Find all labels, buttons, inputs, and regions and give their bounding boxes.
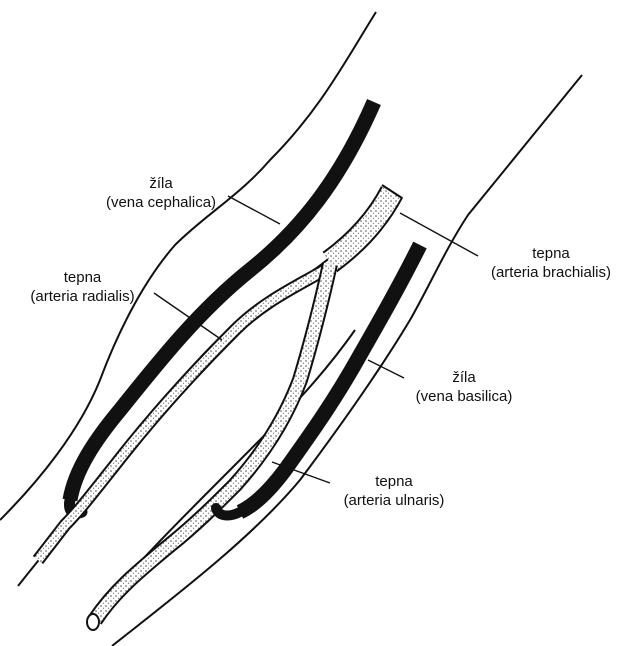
label-arteria-radialis-line2: (arteria radialis) bbox=[10, 287, 155, 306]
label-vena-basilica: žíla (vena basilica) bbox=[404, 368, 524, 406]
label-arteria-brachialis-line1: tepna bbox=[480, 244, 622, 263]
label-arteria-ulnaris-line1: tepna bbox=[330, 472, 458, 491]
label-arteria-radialis-line1: tepna bbox=[10, 268, 155, 287]
label-vena-cephalica-line1: žíla bbox=[86, 174, 236, 193]
label-vena-basilica-line2: (vena basilica) bbox=[404, 387, 524, 406]
label-arteria-ulnaris: tepna (arteria ulnaris) bbox=[330, 472, 458, 510]
label-arteria-ulnaris-line2: (arteria ulnaris) bbox=[330, 491, 458, 510]
label-arteria-brachialis: tepna (arteria brachialis) bbox=[480, 244, 622, 282]
arteria-ulnaris-end bbox=[87, 614, 99, 630]
label-arteria-radialis: tepna (arteria radialis) bbox=[10, 268, 155, 306]
label-arteria-brachialis-line2: (arteria brachialis) bbox=[480, 263, 622, 282]
pointer-vena-basilica bbox=[368, 360, 404, 378]
label-vena-cephalica: žíla (vena cephalica) bbox=[86, 174, 236, 212]
vena-basilica-hook bbox=[216, 508, 240, 515]
label-vena-basilica-line1: žíla bbox=[404, 368, 524, 387]
label-vena-cephalica-line2: (vena cephalica) bbox=[86, 193, 236, 212]
